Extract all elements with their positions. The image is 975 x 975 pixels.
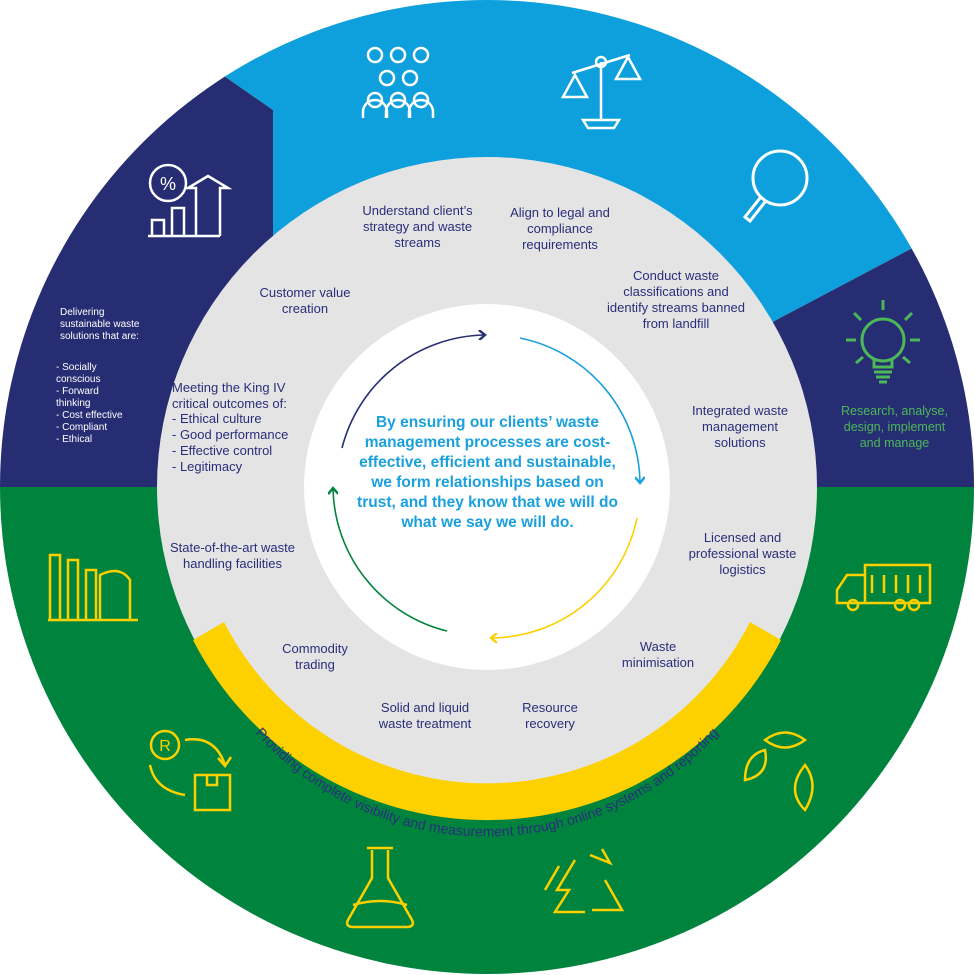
step-align: Align to legal and compliance requiremen…	[510, 205, 610, 252]
step-treatment: Solid and liquid waste treatment	[378, 700, 472, 731]
step-integrated: Integrated waste management solutions	[691, 403, 789, 450]
left-panel-item: - Cost effective	[56, 410, 123, 421]
left-panel-list: - Socially conscious - Forward thinking …	[56, 362, 126, 446]
king-iv-item: - Ethical culture	[172, 411, 262, 426]
recycle-icon	[543, 848, 625, 914]
king-iv-item: - Legitimacy	[172, 459, 243, 474]
center-statement: By ensuring our clients’ waste managemen…	[357, 414, 618, 531]
step-logistics: Licensed and professional waste logistic…	[688, 530, 797, 577]
cycle-arrow-blue	[519, 337, 640, 482]
inner-circle	[304, 304, 670, 670]
left-panel-item: - Forward thinking	[56, 386, 99, 409]
step-minimisation: Waste minimisation	[621, 639, 695, 670]
scales-icon	[560, 53, 643, 130]
commodity-exchange-icon: R	[148, 729, 233, 812]
leaves-icon	[743, 731, 814, 813]
cycle-arrow-navy	[341, 335, 484, 449]
step-classify: Conduct waste classifications and identi…	[606, 268, 746, 331]
magnifier-icon	[742, 149, 809, 224]
yellow-band	[193, 622, 781, 821]
step-facilities: State-of-the-art waste handling faciliti…	[170, 540, 295, 571]
growth-chart-icon: %	[148, 163, 233, 238]
cycle-arrow-green	[333, 489, 448, 632]
king-iv-heading: Meeting the King IV critical outcomes of…	[172, 380, 287, 411]
step-recovery: Resource recovery	[522, 700, 578, 731]
flask-icon	[345, 846, 415, 929]
cycle-arrow-yellow	[492, 517, 638, 638]
people-icon	[361, 46, 435, 118]
step-commodity: Commodity trading	[282, 641, 348, 672]
king-iv-list: - Ethical culture - Good performance - E…	[172, 411, 312, 475]
king-iv-item: - Effective control	[172, 443, 273, 458]
left-panel-item: - Socially conscious	[56, 362, 101, 385]
left-panel-item: - Compliant	[56, 422, 108, 433]
king-iv-item: - Good performance	[172, 427, 289, 442]
left-panel-heading: Delivering sustainable waste solutions t…	[60, 307, 140, 342]
svg-text:R: R	[159, 738, 171, 755]
truck-icon	[835, 563, 932, 612]
lightbulb-icon	[846, 300, 920, 384]
step-understand: Understand client’s strategy and waste s…	[362, 203, 473, 250]
step-customer-value: Customer value creation	[259, 285, 351, 316]
right-panel-text: Research, analyse, design, implement and…	[840, 404, 948, 450]
svg-text:%: %	[160, 174, 176, 194]
factory-icon	[48, 553, 138, 622]
left-panel-item: - Ethical	[56, 434, 93, 445]
